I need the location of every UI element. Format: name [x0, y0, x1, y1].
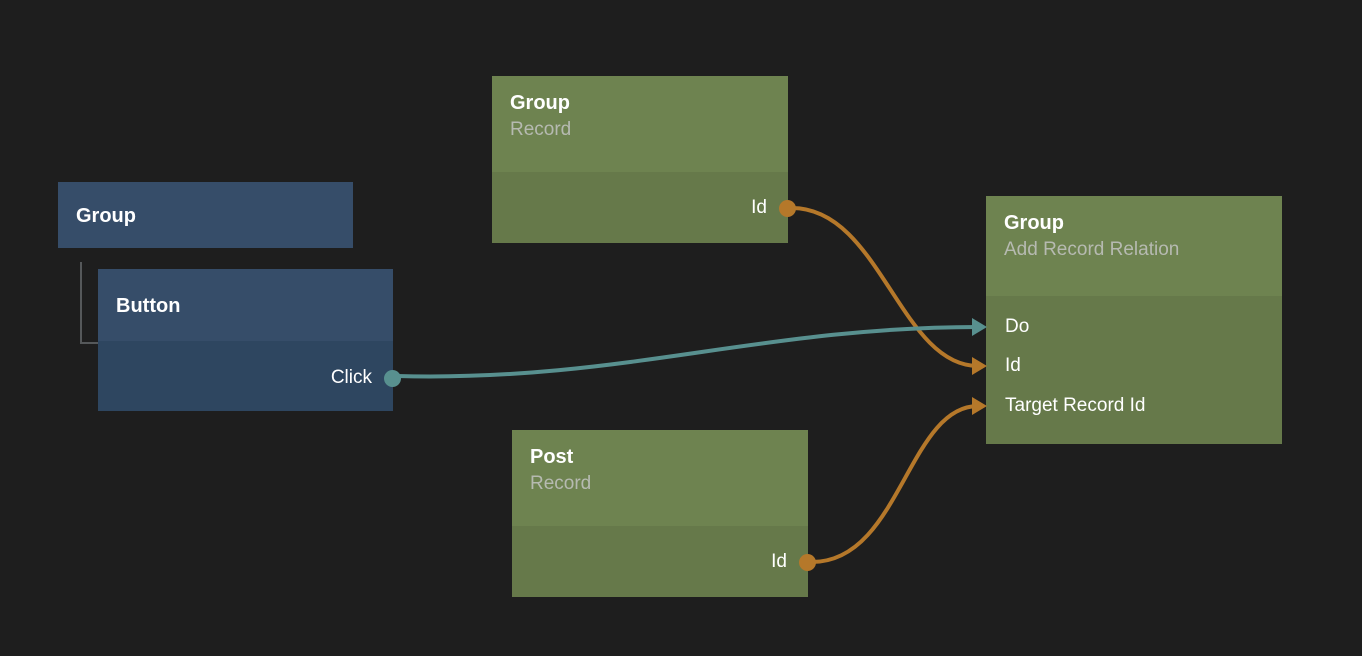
node-group-add-record-relation-subtitle: Add Record Relation — [1004, 239, 1180, 260]
port-in-do[interactable]: Do — [972, 316, 1030, 338]
port-out-group-record-id-label: Id — [751, 197, 767, 218]
port-out-click-label: Click — [330, 367, 372, 388]
node-post-record[interactable]: Post Record Id — [512, 430, 816, 597]
node-group-add-record-relation-body: Do Id Target Record Id — [972, 296, 1282, 444]
node-post-record-body: Id — [512, 526, 816, 597]
node-button-element-title: Button — [116, 294, 181, 317]
node-button-element-header: Button — [98, 269, 393, 341]
port-out-group-record-id[interactable]: Id — [751, 197, 796, 219]
port-out-click-connector[interactable] — [384, 369, 401, 387]
node-group-record-header: Group Record — [492, 76, 788, 172]
node-group-record[interactable]: Group Record Id — [492, 76, 796, 243]
node-group-add-record-relation-header: Group Add Record Relation — [986, 196, 1282, 296]
node-post-record-subtitle: Record — [530, 473, 592, 494]
port-in-id-connector[interactable] — [972, 357, 987, 375]
node-group-record-body: Id — [492, 172, 796, 243]
port-in-do-connector[interactable] — [972, 318, 987, 336]
node-group-record-title: Group — [510, 92, 570, 114]
port-in-do-label: Do — [1005, 316, 1030, 337]
node-button-element[interactable]: Button Click — [98, 269, 401, 411]
port-out-click[interactable]: Click — [330, 367, 401, 389]
node-group-element-title: Group — [76, 204, 136, 227]
port-out-post-record-id-label: Id — [771, 551, 787, 572]
port-out-post-record-id-connector[interactable] — [799, 553, 816, 571]
tree-connector-group-to-button — [80, 262, 102, 344]
node-group-element[interactable]: Group — [58, 182, 353, 248]
port-in-target-record-id[interactable]: Target Record Id — [972, 395, 1146, 417]
node-group-element-header: Group — [58, 182, 353, 248]
node-group-add-record-relation[interactable]: Group Add Record Relation Do Id Target R… — [972, 196, 1282, 444]
node-group-add-record-relation-title: Group — [1004, 212, 1064, 234]
port-out-group-record-id-connector[interactable] — [779, 199, 796, 217]
node-post-record-header: Post Record — [512, 430, 808, 526]
port-out-post-record-id[interactable]: Id — [771, 551, 816, 573]
port-in-id[interactable]: Id — [972, 355, 1021, 377]
node-post-record-title: Post — [530, 446, 574, 468]
edge-post-record-id-to-add-relation-target-record-id[interactable] — [810, 404, 980, 564]
port-in-target-record-id-connector[interactable] — [972, 397, 987, 415]
node-group-record-subtitle: Record — [510, 119, 572, 140]
port-in-id-label: Id — [1005, 355, 1021, 376]
port-in-target-record-id-label: Target Record Id — [1005, 395, 1146, 416]
edge-group-record-id-to-add-relation-id[interactable] — [790, 206, 980, 368]
node-button-element-body: Click — [98, 341, 401, 411]
edge-button-click-to-add-relation-do[interactable] — [395, 325, 980, 379]
